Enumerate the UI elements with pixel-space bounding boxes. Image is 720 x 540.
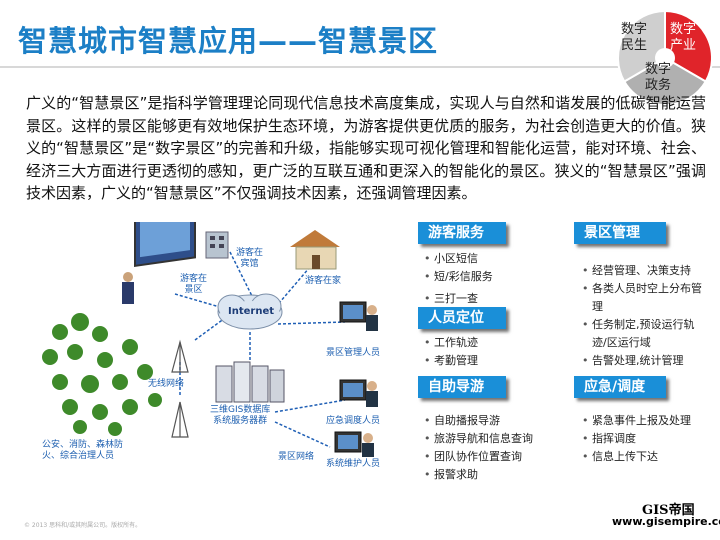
link-home bbox=[279, 266, 311, 303]
label-network: 景区网络 bbox=[278, 452, 315, 462]
maintainer-workstation-icon bbox=[334, 431, 374, 457]
hotel-building-icon bbox=[205, 231, 229, 259]
panel-header-emergency: 应急/调度 bbox=[574, 376, 666, 398]
label-server: 三维GIS数据库 系统服务器群 bbox=[210, 405, 271, 426]
link-manager bbox=[277, 321, 346, 325]
link-dispatcher bbox=[274, 399, 346, 413]
network-diagram: 游客在 宾馆 游客在 景区 游客在家 Internet 无线网络 三维GIS数据… bbox=[20, 206, 415, 472]
panel-list-guide: 自助播报导游 旅游导航和信息查询 团队协作位置查询 报警求助 bbox=[424, 412, 584, 484]
link-hotel bbox=[229, 251, 256, 303]
list-item: 小区短信 bbox=[424, 250, 574, 268]
wireless-tower-icon bbox=[171, 339, 189, 438]
label-manager: 景区管理人员 bbox=[326, 348, 381, 358]
copyright-footer: © 2013 思科和/或其附属公司。版权所有。 bbox=[24, 522, 142, 529]
pie-segment-livelihood bbox=[617, 9, 666, 83]
label-internet: Internet bbox=[228, 306, 275, 317]
label-public: 公安、消防、森林防 火、综合治理人员 bbox=[42, 440, 124, 461]
list-item: 三打一查 bbox=[424, 290, 574, 308]
trees-crowd-icon bbox=[42, 313, 162, 436]
manager-workstation-icon bbox=[339, 301, 378, 331]
page-title: 智慧城市智慧应用——智慧景区 bbox=[18, 24, 439, 58]
label-scenic: 游客在 景区 bbox=[180, 274, 208, 295]
list-item: 团队协作位置查询 bbox=[424, 448, 584, 466]
pie-segment-government bbox=[622, 56, 708, 106]
label-dispatcher: 应急调度人员 bbox=[326, 416, 381, 426]
logo-url: www.gisempire.com bbox=[612, 515, 720, 528]
list-item: 自助播报导游 bbox=[424, 412, 584, 430]
panel-list-tourist: 小区短信 短/彩信服务 三打一查 bbox=[424, 250, 574, 308]
house-icon bbox=[290, 230, 340, 270]
list-item: 紧急事件上报及处理 bbox=[582, 412, 712, 430]
server-rack-icon bbox=[215, 361, 285, 403]
panel-header-tourist: 游客服务 bbox=[418, 222, 506, 244]
list-item: 任务制定,预设运行轨 迹/区运行域 bbox=[582, 316, 712, 352]
title-divider bbox=[0, 66, 720, 68]
list-item: 各类人员时空上分布管 理 bbox=[582, 280, 712, 316]
list-item: 信息上传下达 bbox=[582, 448, 712, 466]
list-item: 指挥调度 bbox=[582, 430, 712, 448]
panel-list-manage: 经营管理、决策支持 各类人员时空上分布管 理 任务制定,预设运行轨 迹/区运行域… bbox=[582, 262, 712, 370]
list-item: 旅游导航和信息查询 bbox=[424, 430, 584, 448]
panel-header-guide: 自助导游 bbox=[418, 376, 506, 398]
panel-header-locate: 人员定位 bbox=[418, 307, 506, 329]
label-hotel: 游客在 宾馆 bbox=[236, 248, 264, 269]
panel-list-emergency: 紧急事件上报及处理 指挥调度 信息上传下达 bbox=[582, 412, 712, 466]
label-home: 游客在家 bbox=[305, 276, 342, 286]
list-item: 报警求助 bbox=[424, 466, 584, 484]
touch-screen-icon bbox=[122, 206, 196, 304]
pie-label-industry: 数字 产业 bbox=[670, 22, 697, 53]
pie-label-livelihood: 数字 民生 bbox=[621, 22, 648, 53]
pie-center bbox=[655, 48, 675, 68]
panel-header-manage: 景区管理 bbox=[574, 222, 666, 244]
logo-name: GIS帝国 bbox=[642, 503, 695, 518]
pie-label-government: 数字 政务 bbox=[645, 62, 672, 93]
category-pie: 数字 民生 数字 产业 数字 政务 bbox=[615, 8, 715, 108]
internet-cloud bbox=[217, 293, 283, 330]
list-item: 经营管理、决策支持 bbox=[582, 262, 712, 280]
intro-paragraph: 广义的“智慧景区”是指科学管理理论同现代信息技术高度集成，实现人与自然和谐发展的… bbox=[26, 94, 706, 202]
list-item: 告警处理,统计管理 bbox=[582, 352, 712, 370]
panel-list-locate: 工作轨迹 考勤管理 bbox=[424, 334, 574, 370]
dispatcher-workstation-icon bbox=[339, 379, 378, 407]
list-item: 工作轨迹 bbox=[424, 334, 574, 352]
link-maintainer bbox=[274, 421, 331, 448]
label-maintainer: 系统维护人员 bbox=[326, 459, 381, 469]
gisempire-logo: GIS帝国 www.gisempire.com bbox=[612, 497, 720, 531]
list-item: 短/彩信服务 bbox=[424, 268, 574, 286]
list-item: 考勤管理 bbox=[424, 352, 574, 370]
link-wireless bbox=[194, 317, 226, 341]
label-wireless: 无线网络 bbox=[148, 379, 185, 389]
